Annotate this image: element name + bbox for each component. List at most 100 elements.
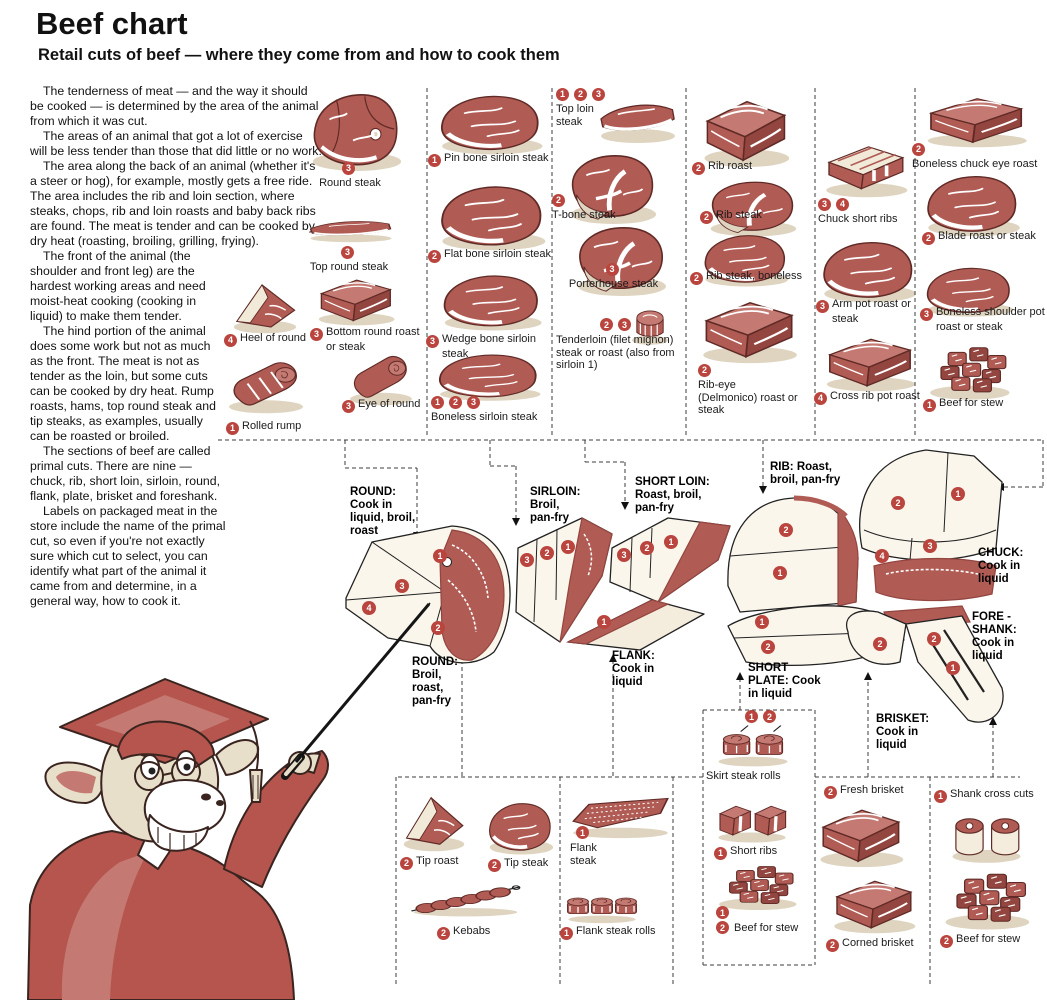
round-steak-illustration (306, 88, 404, 172)
tip-roast-illustration (398, 790, 470, 852)
skirt-steak-rolls-illustration (712, 722, 794, 770)
cut-number-badge: 4 (814, 391, 827, 405)
primal-label-line: Cook in (876, 726, 919, 738)
primal-label-line: FORE - (972, 611, 1011, 623)
primal-region-number: 2 (891, 496, 905, 510)
cut-name: Tip roast (416, 855, 459, 867)
cut-name: Corned brisket (842, 937, 914, 949)
leader-arrows (413, 483, 1004, 725)
cut-number-badge: 3 (310, 327, 323, 341)
cut-markers-flank-steak: 1 (576, 826, 592, 839)
cut-number-badge: 1 (556, 88, 569, 101)
primal-region-number: 3 (395, 579, 409, 593)
rib-eye-roast-illustration (696, 292, 800, 364)
primal-short-plate-shape (727, 605, 905, 666)
cut-number-badge: 2 (698, 364, 711, 377)
primal-flank-shape (565, 599, 705, 651)
cut-label-flank-steak: Flank steak (570, 842, 625, 867)
cut-number-badge: 3 (342, 162, 355, 175)
cut-label-tenderloin: Tenderloin (filet mignon) steak or roast… (556, 334, 676, 372)
top-round-steak-illustration (305, 212, 397, 246)
rib-roast-illustration (698, 90, 792, 168)
cut-name: Rib steak, boneless (706, 270, 802, 282)
cut-name: Wedge bone sirloin steak (442, 333, 536, 360)
t-bone-steak-illustration (563, 148, 660, 226)
intro-paragraph: The tenderness of meat — and the way it … (30, 84, 319, 128)
flat-bone-sirloin-steak-illustration (433, 180, 550, 252)
primal-label-line: roast, (412, 682, 444, 694)
cut-number-badge: 2 (600, 318, 613, 331)
primal-region-number: 3 (520, 553, 534, 567)
svg-text:4: 4 (366, 603, 371, 613)
primal-label-line: pan-fry (530, 512, 569, 524)
shank-cross-cuts-illustration (944, 802, 1029, 866)
kebabs-illustration (408, 875, 523, 923)
eye-of-round-illustration (346, 350, 416, 406)
svg-text:1: 1 (950, 663, 955, 673)
svg-text:4: 4 (879, 551, 884, 561)
rolled-rump-illustration (224, 356, 308, 414)
cut-number-badge: 2 (763, 710, 776, 723)
primal-label-line: Cook in (612, 663, 655, 675)
svg-text:3: 3 (927, 541, 932, 551)
primal-label-line: roast (350, 525, 379, 537)
boneless-shoulder-pot-roast-illustration (920, 263, 1017, 318)
cross-rib-pot-roast-illustration (820, 330, 918, 392)
cut-name: Fresh brisket (840, 784, 904, 796)
cut-name: Flank steak (570, 842, 597, 867)
primal-sirloin-shape (515, 517, 613, 643)
cut-number-badge: 2 (574, 88, 587, 101)
cut-name: Short ribs (730, 845, 778, 857)
cut-number-badge: 1 (226, 421, 239, 435)
primal-label-rib: RIB: Roast,broil, pan-fry (770, 461, 840, 487)
primal-label-line: FLANK: (612, 650, 655, 662)
cut-number-badge: 3 (816, 299, 829, 313)
cut-markers-rib-eye-roast: 2 (698, 364, 798, 377)
cut-name: Beef for stew (939, 397, 1004, 409)
primal-region-number: 3 (923, 539, 937, 553)
primal-label-line: Cook in (972, 637, 1015, 649)
cut-number-badge: 4 (224, 333, 237, 347)
intro-paragraph: The sections of beef are called primal c… (30, 444, 221, 503)
boneless-sirloin-steak-illustration (431, 350, 545, 402)
cut-markers-round-steak: 3 (295, 162, 405, 175)
primal-label-line: Cook in (978, 560, 1021, 572)
professor-cow-body (27, 678, 329, 1000)
primal-region-number: 2 (640, 541, 654, 555)
pin-bone-sirloin-steak-illustration (433, 90, 547, 156)
cut-label-skirt-steak-rolls: Skirt steak rolls (706, 770, 814, 783)
primal-region-number: 2 (540, 546, 554, 560)
primal-label-line: broil, pan-fry (770, 474, 841, 486)
primal-region-number: 2 (761, 640, 775, 654)
primal-label-line: PLATE: Cook (748, 675, 821, 687)
svg-text:1: 1 (437, 551, 442, 561)
primal-region-number: 4 (875, 549, 889, 563)
primal-region-number: 1 (433, 549, 447, 563)
primal-label-line: liquid (876, 739, 907, 751)
cut-number-badge: 2 (824, 785, 837, 799)
cut-label-beef-for-stew-plate: Beef for stew (734, 922, 814, 935)
cut-number-badge: 2 (437, 926, 450, 940)
cut-markers-boneless-chuck-eye-roast: 2 (912, 143, 1047, 156)
cut-name: Top loin steak (556, 103, 594, 128)
